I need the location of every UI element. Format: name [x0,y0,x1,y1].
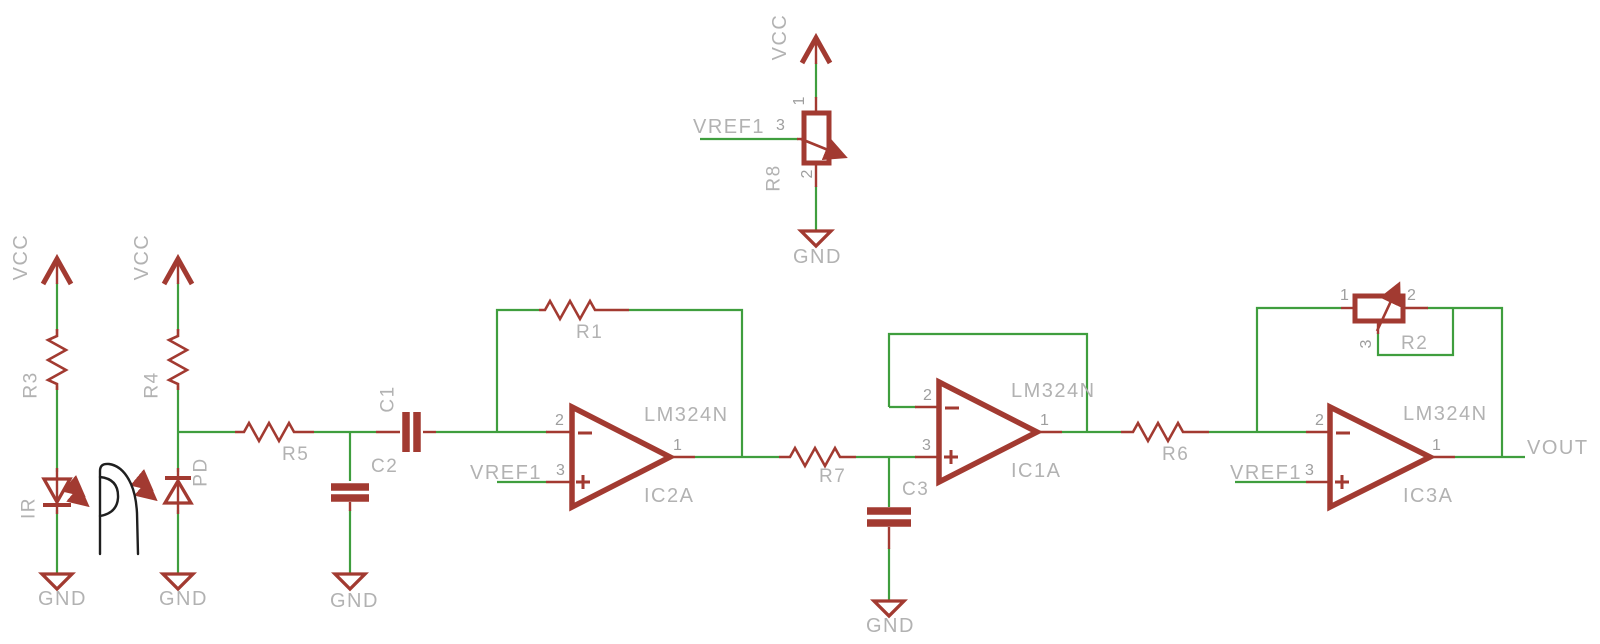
resistor-r7 [779,445,856,469]
ref-label-ic1a: IC1A [1011,460,1062,482]
light-incident-arrows [130,468,158,502]
finger-annotation [98,462,140,556]
pin-label-ic3a-3: 3 [1305,462,1314,479]
photodiode [130,468,194,514]
resistor-r3 [45,329,69,390]
noninverting-input-plus [1335,475,1349,489]
part-label-ic2a: LM324N [644,404,729,426]
net-label-vcc-r3: VCC [10,233,32,281]
pin-label-ic2a-3: 3 [556,462,565,479]
gnd-symbol-pd [159,572,197,592]
net-label-gnd-pd: GND [159,588,208,610]
pin-label-r2-2: 2 [1407,287,1416,304]
pin-label-ic3a-2: 2 [1315,412,1324,429]
ref-label-c2: C2 [371,456,399,477]
wiper-arrow [800,137,848,161]
potentiometer-r8 [797,97,848,187]
ref-label-r8: R8 [763,164,785,192]
net-label-gnd-ir: GND [38,588,87,610]
net-label-vout: VOUT [1527,437,1589,459]
pin-label-ic2a-2: 2 [555,412,564,429]
capacitor-c1 [376,412,436,452]
wire-r1-loop-left [495,308,539,432]
resistor-r6 [1121,420,1209,444]
net-label-gnd-r8: GND [793,246,842,268]
pin-label-ic1a-1: 1 [1040,412,1049,429]
wire-r2-loop-left [1255,306,1341,432]
ref-label-r6: R6 [1162,444,1190,465]
ref-label-r2: R2 [1401,333,1429,354]
pin-label-ic1a-2: 2 [923,387,932,404]
wires [55,63,1525,601]
pin-label-r8-1: 1 [791,96,808,106]
pin-label-r2-3: 3 [1358,339,1375,349]
pin-label-ic1a-3: 3 [922,437,931,454]
vcc-symbol-r8 [799,32,833,65]
noninverting-input-plus [944,450,958,464]
ref-label-r1: R1 [576,322,604,343]
resistor-r1 [539,298,629,322]
net-label-gnd-c2: GND [330,590,379,612]
ref-label-r5: R5 [282,444,310,465]
net-label-gnd-c3: GND [866,615,915,637]
opamp-ic1a [915,377,1062,487]
wire-r2-loop-right [1427,306,1504,457]
wiper-arrow [1375,281,1401,332]
ref-label-r7: R7 [819,466,847,487]
ref-label-c1: C1 [377,385,399,413]
net-label-vref-r8: VREF1 [693,116,765,138]
noninverting-input-plus [576,475,590,489]
vcc-symbol-r4 [161,253,195,286]
resistor-r4 [166,329,190,390]
pin-label-r8-3: 3 [776,117,785,134]
part-label-ic1a: LM324N [1011,380,1096,402]
ref-label-r3: R3 [20,371,42,399]
resistor-r5 [235,420,314,444]
potentiometer-r2 [1341,281,1428,334]
light-emission-arrows [62,474,90,508]
part-label-ic3a: LM324N [1403,403,1488,425]
gnd-symbol-r8 [797,229,835,249]
pin-label-ic3a-1: 1 [1432,437,1441,454]
gnd-symbol-ir [38,572,76,592]
opamp-ic2a [546,402,695,512]
ref-label-ic3a: IC3A [1403,485,1454,507]
net-label-vcc-r8: VCC [769,13,791,61]
pin-label-ic2a-1: 1 [673,437,682,454]
opamp-ic3a [1306,402,1455,512]
ir-led [41,468,90,514]
ref-label-ic2a: IC2A [644,485,695,507]
ref-label-ir: IR [18,497,40,519]
net-label-vref-ic2a: VREF1 [470,462,542,484]
wire-r1-loop-right [629,308,744,457]
wire-r2-pin3-tie [1376,309,1455,357]
ref-label-c3: C3 [902,479,930,500]
vcc-symbol-r3 [40,253,74,286]
pin-label-r2-1: 1 [1340,287,1349,304]
gnd-symbol-c3 [870,599,908,619]
wire-ic1a-feedback [887,332,1089,432]
pin-label-r8-2: 2 [799,169,816,179]
net-label-vcc-r4: VCC [131,233,153,281]
net-label-vref-ic3a: VREF1 [1230,462,1302,484]
capacitor-c3 [867,507,911,549]
gnd-symbol-c2 [331,572,369,592]
ref-label-r4: R4 [141,371,163,399]
ref-label-pd: PD [190,457,212,487]
capacitor-c2 [331,483,369,511]
